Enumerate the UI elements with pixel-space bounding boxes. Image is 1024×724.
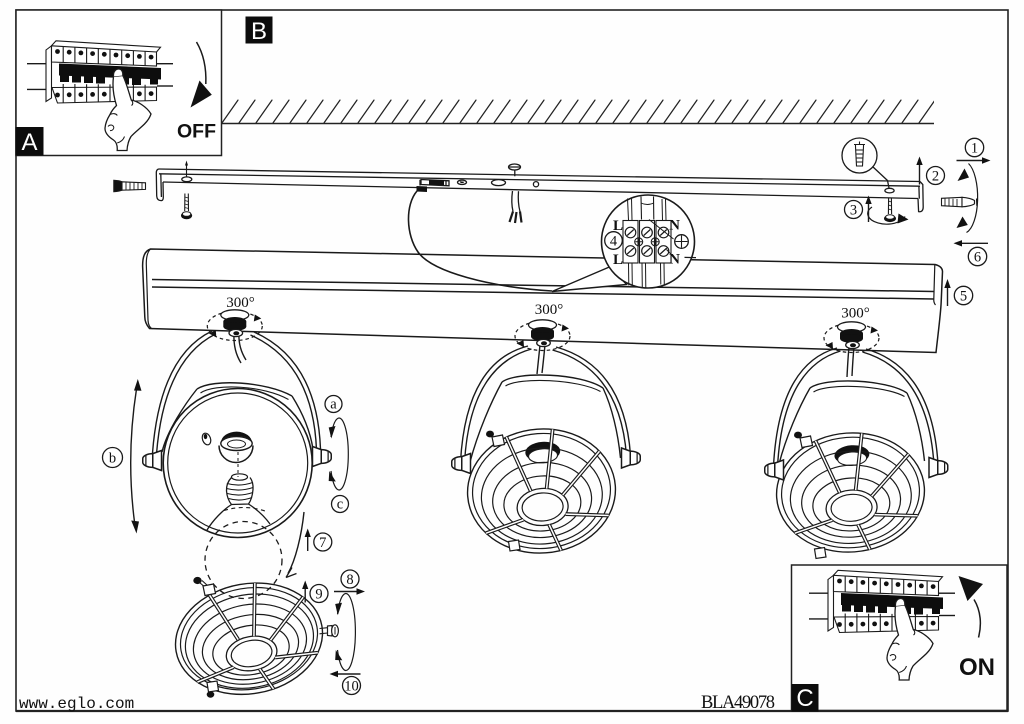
svg-text:b: b	[109, 451, 116, 467]
svg-text:ON: ON	[959, 654, 995, 681]
svg-text:a: a	[330, 397, 337, 413]
svg-text:c: c	[337, 497, 343, 513]
svg-text:10: 10	[344, 679, 359, 695]
svg-text:300°: 300°	[841, 306, 870, 322]
svg-text:300°: 300°	[535, 302, 564, 318]
svg-text:A: A	[21, 129, 37, 156]
svg-text:N: N	[669, 252, 680, 268]
svg-text:3: 3	[850, 203, 857, 219]
svg-text:C: C	[796, 685, 813, 712]
svg-text:L: L	[613, 218, 623, 234]
svg-text:N: N	[669, 218, 680, 234]
svg-text:5: 5	[960, 289, 967, 305]
svg-text:4: 4	[610, 234, 618, 250]
svg-text:B: B	[251, 18, 267, 45]
svg-text:OFF: OFF	[177, 121, 216, 143]
svg-text:2: 2	[932, 169, 939, 185]
svg-text:BLA49078: BLA49078	[701, 693, 775, 713]
svg-text:L: L	[613, 252, 623, 268]
svg-text:1: 1	[971, 141, 978, 157]
svg-text:6: 6	[974, 250, 981, 266]
svg-text:www.eglo.com: www.eglo.com	[19, 695, 134, 713]
svg-text:9: 9	[315, 587, 322, 603]
svg-text:8: 8	[346, 572, 353, 588]
svg-text:7: 7	[319, 535, 326, 551]
svg-text:300°: 300°	[226, 295, 255, 311]
